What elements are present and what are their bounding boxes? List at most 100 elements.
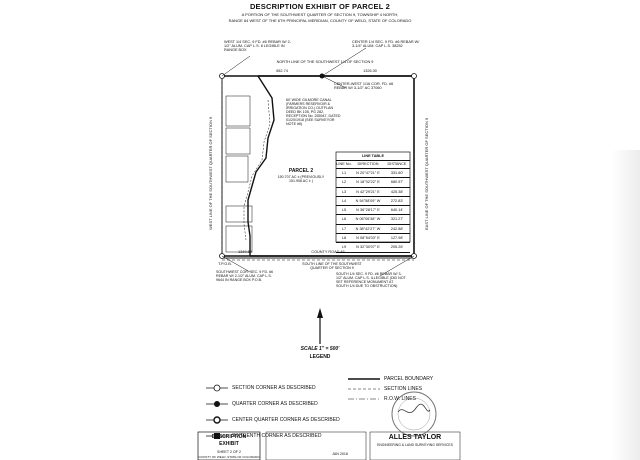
- legend-item-section: SECTION CORNER AS DESCRIBED: [232, 385, 316, 391]
- south-quarter-note: SOUTH 1/4 SEC. 9 FD. #6 REBAR W/ 3-1/2" …: [336, 272, 406, 288]
- firm-subtitle: ENGINEERING & LAND SURVEYING SERVICES: [377, 443, 453, 447]
- sw-corner-marker: [219, 253, 225, 259]
- scale-label: SCALE 1" = 500': [300, 346, 340, 352]
- legend-heading: LEGEND: [309, 354, 331, 360]
- col-distance: DISTANCE: [387, 162, 407, 166]
- north-arrow-head: [317, 308, 323, 318]
- firm-box: [369, 431, 461, 460]
- legend-row-lines: R.O.W. LINES: [384, 396, 416, 402]
- exhibit-sheet: DESCRIPTION EXHIBIT OF PARCEL 2 A PORTIO…: [170, 0, 470, 460]
- direction-cell: N 18°02'22" E: [356, 180, 380, 185]
- line-no-cell: L9: [341, 245, 347, 250]
- firm-name: ALLES TAYLOR: [388, 434, 442, 441]
- line-table-row: L1 N 20°47'21" E 331.60': [336, 169, 410, 179]
- canal-note: 60' WIDE GILMORE CANAL (FARMERS RESERVOI…: [286, 98, 341, 126]
- parcel-boundary: [250, 75, 415, 257]
- line-table-row: L2 N 18°02'22" E 680.57': [336, 178, 410, 188]
- direction-cell: N 42°29'21" E: [356, 189, 380, 194]
- distance-cell: 640.14': [390, 208, 404, 213]
- distance-cell: 680.57': [390, 180, 404, 185]
- direction-cell: N 08°54'03" E: [356, 236, 380, 241]
- lot-c: [225, 155, 249, 183]
- line-no-cell: L7: [341, 226, 347, 231]
- legend-item-sixteenth: SIXTEENTH CORNER AS DESCRIBED: [232, 433, 322, 439]
- line-table-title: LINE TABLE: [336, 152, 410, 161]
- line-table: LINE TABLE LINE No. DIRECTION DISTANCE L…: [336, 152, 410, 253]
- center-corner-note: CENTER 1/4 SEC. 9 FD. #6 REBAR W/ 3-1/4"…: [352, 40, 420, 48]
- leader-center: [321, 47, 367, 77]
- document-title: DESCRIPTION EXHIBIT OF PARCEL 2: [249, 2, 391, 11]
- col-line: LINE No.: [336, 162, 352, 166]
- road-label: COUNTY ROAD 46: [311, 250, 345, 254]
- distance-cell: 425.38': [390, 189, 404, 194]
- south-distance: 1349.59: [238, 250, 252, 254]
- line-table-body: L1 N 20°47'21" E 331.60' L2 N 18°02'22" E 680…: [336, 169, 410, 253]
- lot-b: [225, 127, 251, 155]
- leader-cw: [321, 75, 347, 89]
- line-no-cell: L1: [341, 171, 347, 175]
- distance-cell: 242.88': [390, 226, 404, 231]
- col-direction: DIRECTION: [357, 162, 379, 166]
- north-line-label: NORTH LINE OF THE SOUTHWEST 1/4 OF SECTI…: [276, 60, 374, 64]
- leader-se: [379, 255, 415, 277]
- direction-cell: N 38°42'27" W: [355, 226, 381, 231]
- legend-item-center-quarter: CENTER QUARTER CORNER AS DESCRIBED: [232, 417, 340, 423]
- north-distance-west: 652.74: [276, 69, 288, 73]
- direction-cell: N 32°30'07" E: [356, 245, 380, 250]
- line-table-row: L8 N 08°54'03" E 127.98': [336, 234, 410, 244]
- line-table-row: L3 N 42°29'21" E 425.38': [336, 188, 410, 197]
- title-box: [197, 431, 261, 460]
- west-line-label: WEST LINE OF THE SOUTHWEST QUARTER OF SE…: [208, 116, 213, 230]
- line-table-frame: [335, 151, 411, 243]
- nw-corner-note: WEST 1/4 SEC. 9 FD. #6 REBAR W/ 2-1/2" A…: [224, 40, 292, 52]
- leader-sw: [221, 255, 251, 273]
- legend-symbols: [206, 378, 380, 439]
- line-no-cell: L2: [341, 180, 347, 185]
- drawing-date: JAN 2018: [332, 452, 348, 456]
- line-table-row: L4 N 54°58'09" W 272.83': [336, 197, 410, 207]
- distance-cell: 127.98': [390, 236, 404, 241]
- title-box-line2: EXHIBIT: [219, 441, 239, 447]
- line-table-row: L7 N 38°42'27" W 242.88': [336, 225, 410, 235]
- line-no-cell: L8: [341, 236, 347, 241]
- lot-e: [225, 205, 253, 223]
- line-table-row: L6 N 06°06'38" W 321.27': [336, 215, 410, 225]
- line-table-row: L9 N 32°30'07" E 205.26': [336, 243, 410, 253]
- leader-nw: [221, 55, 251, 77]
- direction-cell: N 20°47'21" E: [356, 171, 380, 175]
- parcel-label: PARCEL 2: [288, 168, 314, 174]
- distance-cell: 321.27': [390, 217, 404, 222]
- north-distance: 1326.30: [363, 69, 377, 73]
- distance-cell: 272.83': [390, 198, 404, 203]
- canal-boundary: [247, 75, 275, 256]
- center-west-note: CENTER-WEST 1/16 COR. FD. #6 REBAR W/ 3-…: [334, 82, 394, 90]
- direction-cell: N 06°06'38" W: [355, 217, 381, 222]
- document-subtitle-1: A PORTION OF THE SOUTHWEST QUARTER OF SE…: [241, 12, 399, 17]
- parcel-area: 150.707 AC ± (PREVIOUSLY 151.906 AC ± ): [277, 175, 325, 183]
- lot-d: [225, 225, 253, 253]
- canal-edge: [243, 99, 271, 241]
- sw-corner-note: SOUTHWEST COR. SEC. 9 FD. #6 REBAR W/ 2-…: [216, 270, 274, 282]
- ne-corner-marker: [411, 73, 417, 79]
- direction-cell: N 54°58'09" W: [355, 198, 381, 203]
- signature-mark: [397, 403, 431, 413]
- legend-item-quarter: QUARTER CORNER AS DESCRIBED: [232, 401, 318, 407]
- east-line-label: EAST LINE OF THE SOUTHWEST QUARTER OF SE…: [424, 117, 429, 230]
- sheet-label: SHEET 2 OF 2: [217, 450, 241, 454]
- distance-cell: 331.60': [390, 171, 404, 175]
- pob-label: T.P.O.B.: [218, 262, 232, 266]
- county-label: COUNTY OF WELD, STATE OF COLORADO: [198, 455, 260, 459]
- page-edge-strip: [612, 150, 640, 460]
- title-box-line1: DESCRIPTION: [211, 434, 247, 440]
- revision-box: [265, 431, 367, 460]
- line-no-cell: L3: [341, 189, 347, 194]
- lot-a: [225, 95, 251, 127]
- document-subtitle-2: RANGE 64 WEST OF THE 6TH PRINCIPAL MERID…: [228, 18, 412, 23]
- line-no-cell: L4: [341, 198, 347, 203]
- distance-cell: 205.26': [390, 245, 404, 250]
- south-line-label: SOUTH LINE OF THE SOUTHWEST QUARTER OF S…: [302, 262, 362, 270]
- legend-parcel-boundary: PARCEL BOUNDARY: [384, 376, 434, 382]
- line-no-cell: L6: [341, 217, 347, 222]
- direction-cell: N 36°28'17" E: [356, 208, 380, 213]
